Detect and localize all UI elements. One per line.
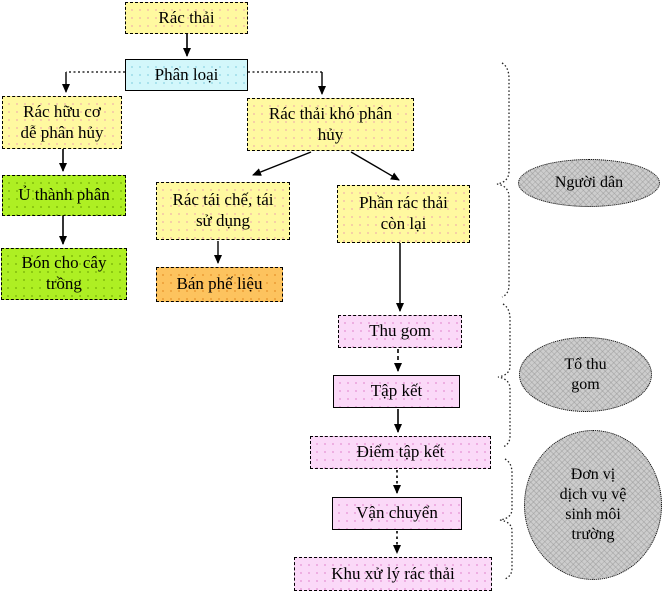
node-bon-cho-cay-trong: Bón cho cây trồng <box>1 248 127 300</box>
brace-don-vi-ve-sinh <box>499 458 513 580</box>
node-rac-thai: Rác thải <box>125 2 248 34</box>
arrow-rackho-phanracconlai <box>350 151 400 181</box>
node-rac-kho-phan-huy: Rác thải khó phân hủy <box>247 98 414 151</box>
arrow-rackho-taiche <box>252 151 312 176</box>
brace-nguoi-dan <box>496 62 510 298</box>
node-khu-xu-ly: Khu xử lý rác thải <box>294 557 492 591</box>
actor-to-thu-gom: Tổ thu gom <box>519 337 652 412</box>
node-van-chuyen: Vận chuyển <box>332 497 462 530</box>
node-diem-tap-ket: Điểm tập kết <box>310 436 491 469</box>
node-ban-phe-lieu: Bán phế liệu <box>156 267 283 302</box>
brace-to-thu-gom <box>497 303 511 448</box>
actor-nguoi-dan: Người dân <box>518 159 660 207</box>
node-phan-rac-thai-con-lai: Phần rác thải còn lại <box>337 185 470 243</box>
node-rac-huu-co: Rác hữu cơ dễ phân hủy <box>2 96 122 149</box>
node-u-thanh-phan: Ủ thành phân <box>2 175 126 216</box>
node-tap-ket: Tập kết <box>333 375 460 408</box>
node-thu-gom: Thu gom <box>338 315 462 348</box>
actor-don-vi-ve-sinh: Đơn vị dịch vụ vệ sinh môi trường <box>524 430 662 580</box>
node-phan-loai: Phân loại <box>125 59 248 91</box>
node-rac-tai-che: Rác tái chế, tái sử dụng <box>156 182 290 240</box>
